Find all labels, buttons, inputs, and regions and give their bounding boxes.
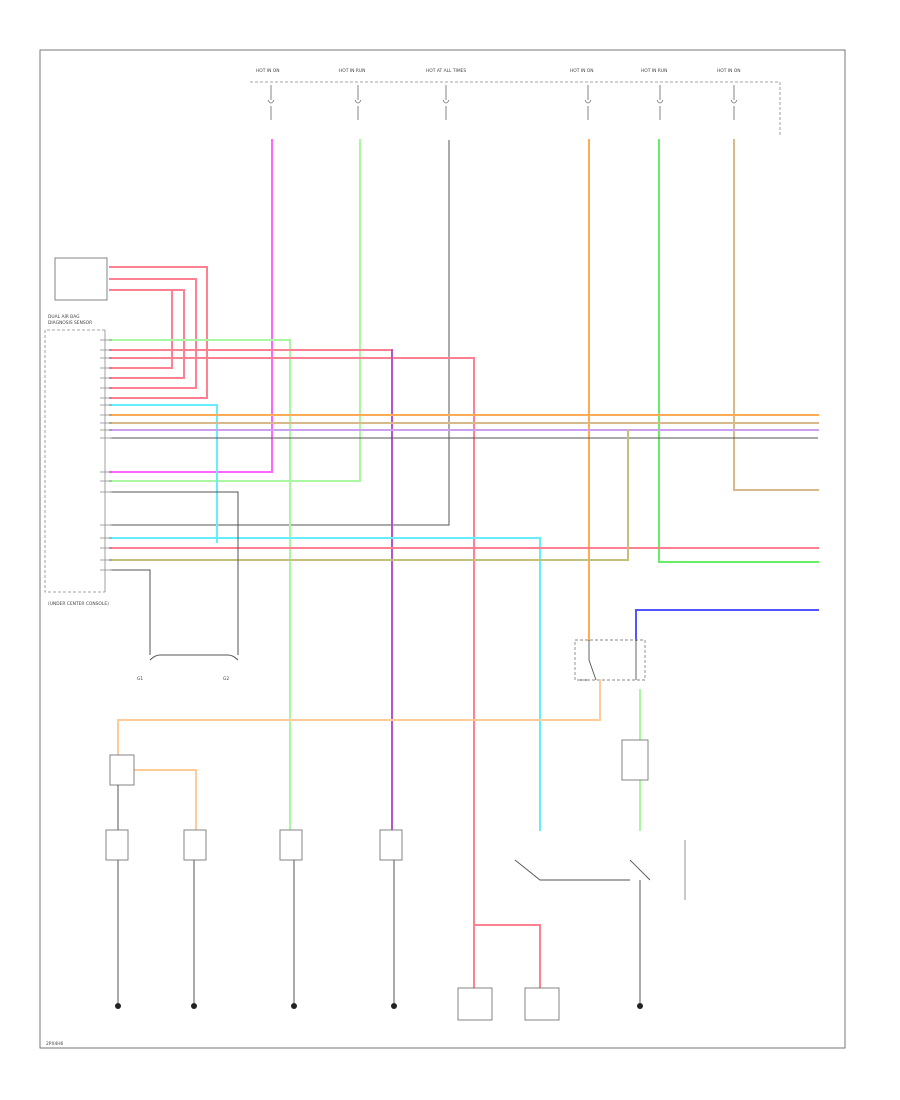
wire-gray-feed <box>110 140 450 526</box>
module-label-2: DIAGNOSIS SENSOR <box>48 320 92 326</box>
wire-red-module-1 <box>109 266 208 399</box>
fuse-4 <box>584 85 592 120</box>
module-wires <box>109 339 819 871</box>
relay-pair-1 <box>457 987 493 1021</box>
fuse-6 <box>730 85 738 120</box>
wire-green-feed <box>658 139 819 563</box>
module-label: DUAL AIR BAG <box>48 314 80 320</box>
switch-4 <box>379 829 403 861</box>
fuse-1 <box>267 85 275 120</box>
ground-splice-bracket <box>149 654 239 661</box>
lower-switches <box>105 829 403 861</box>
fuse-3 <box>442 85 450 120</box>
fuse-label-1: HOT IN ON <box>256 68 280 74</box>
inhibitor-switch <box>514 840 686 900</box>
fuse-box-outline <box>250 81 781 135</box>
footer-code: 2PX4H6 <box>46 1041 64 1047</box>
switch-right-mid <box>621 739 649 781</box>
wire-peach-2 <box>129 769 197 831</box>
ground-label-right: G2 <box>223 676 229 682</box>
wire-pink-feed <box>109 139 273 473</box>
switch-2 <box>183 829 207 861</box>
switch-3 <box>279 829 303 861</box>
fuse-label-4: HOT IN ON <box>570 68 594 74</box>
diagram-frame <box>39 49 846 1049</box>
wire-red-module-2 <box>109 278 197 389</box>
wire-gray-drop-2 <box>110 569 151 655</box>
pin-stubs <box>100 339 112 571</box>
wire-red-module-4 <box>109 289 173 369</box>
wire-cyan-bottom <box>109 537 541 831</box>
feed-wires <box>109 139 819 641</box>
wire-tan-feed <box>733 139 819 491</box>
fuse-5 <box>656 85 664 120</box>
wire-peach <box>117 679 601 761</box>
ground-drops <box>117 860 641 1003</box>
fuse-label-6: HOT IN ON <box>717 68 741 74</box>
ground-2 <box>191 1003 197 1009</box>
lower-red-wires <box>473 869 541 991</box>
fuse-label-5: HOT IN RUN <box>641 68 667 74</box>
wire-red-module-3 <box>109 289 185 379</box>
fuse-label-2: HOT IN RUN <box>339 68 365 74</box>
ground-1 <box>115 1003 121 1009</box>
fuses <box>267 85 738 120</box>
switch-1 <box>105 829 129 861</box>
switch-upper-right <box>574 639 646 681</box>
relay-left <box>109 754 135 786</box>
wire-red-mid <box>109 357 475 871</box>
ground-4 <box>391 1003 397 1009</box>
ground-label-left: G1 <box>137 676 143 682</box>
relay-pair-2 <box>524 987 560 1021</box>
wire-cyan-top <box>109 404 218 543</box>
wire-olive-bus <box>109 429 629 561</box>
wire-blue <box>635 609 819 641</box>
control-module-outline <box>44 329 105 593</box>
ground-5 <box>637 1003 643 1009</box>
fuse-label-3: HOT AT ALL TIMES <box>426 68 466 74</box>
power-ground-module <box>54 257 108 301</box>
module-bottom-label: (UNDER CENTER CONSOLE) <box>48 601 109 607</box>
wire-lightgreen-feed <box>109 139 361 482</box>
ground-3 <box>291 1003 297 1009</box>
wire-lightgreen-top <box>109 339 291 831</box>
grounds <box>115 1003 643 1009</box>
wire-gray-drop <box>110 491 239 655</box>
power-module-wires <box>109 266 208 399</box>
fuse-label-row: HOT IN ON HOT IN RUN HOT AT ALL TIMES HO… <box>256 68 741 74</box>
fuse-2 <box>354 85 362 120</box>
wire-red-lower-2 <box>473 924 541 991</box>
module-pin-labels: DUAL AIR BAG DIAGNOSIS SENSOR (UNDER CEN… <box>48 314 109 607</box>
